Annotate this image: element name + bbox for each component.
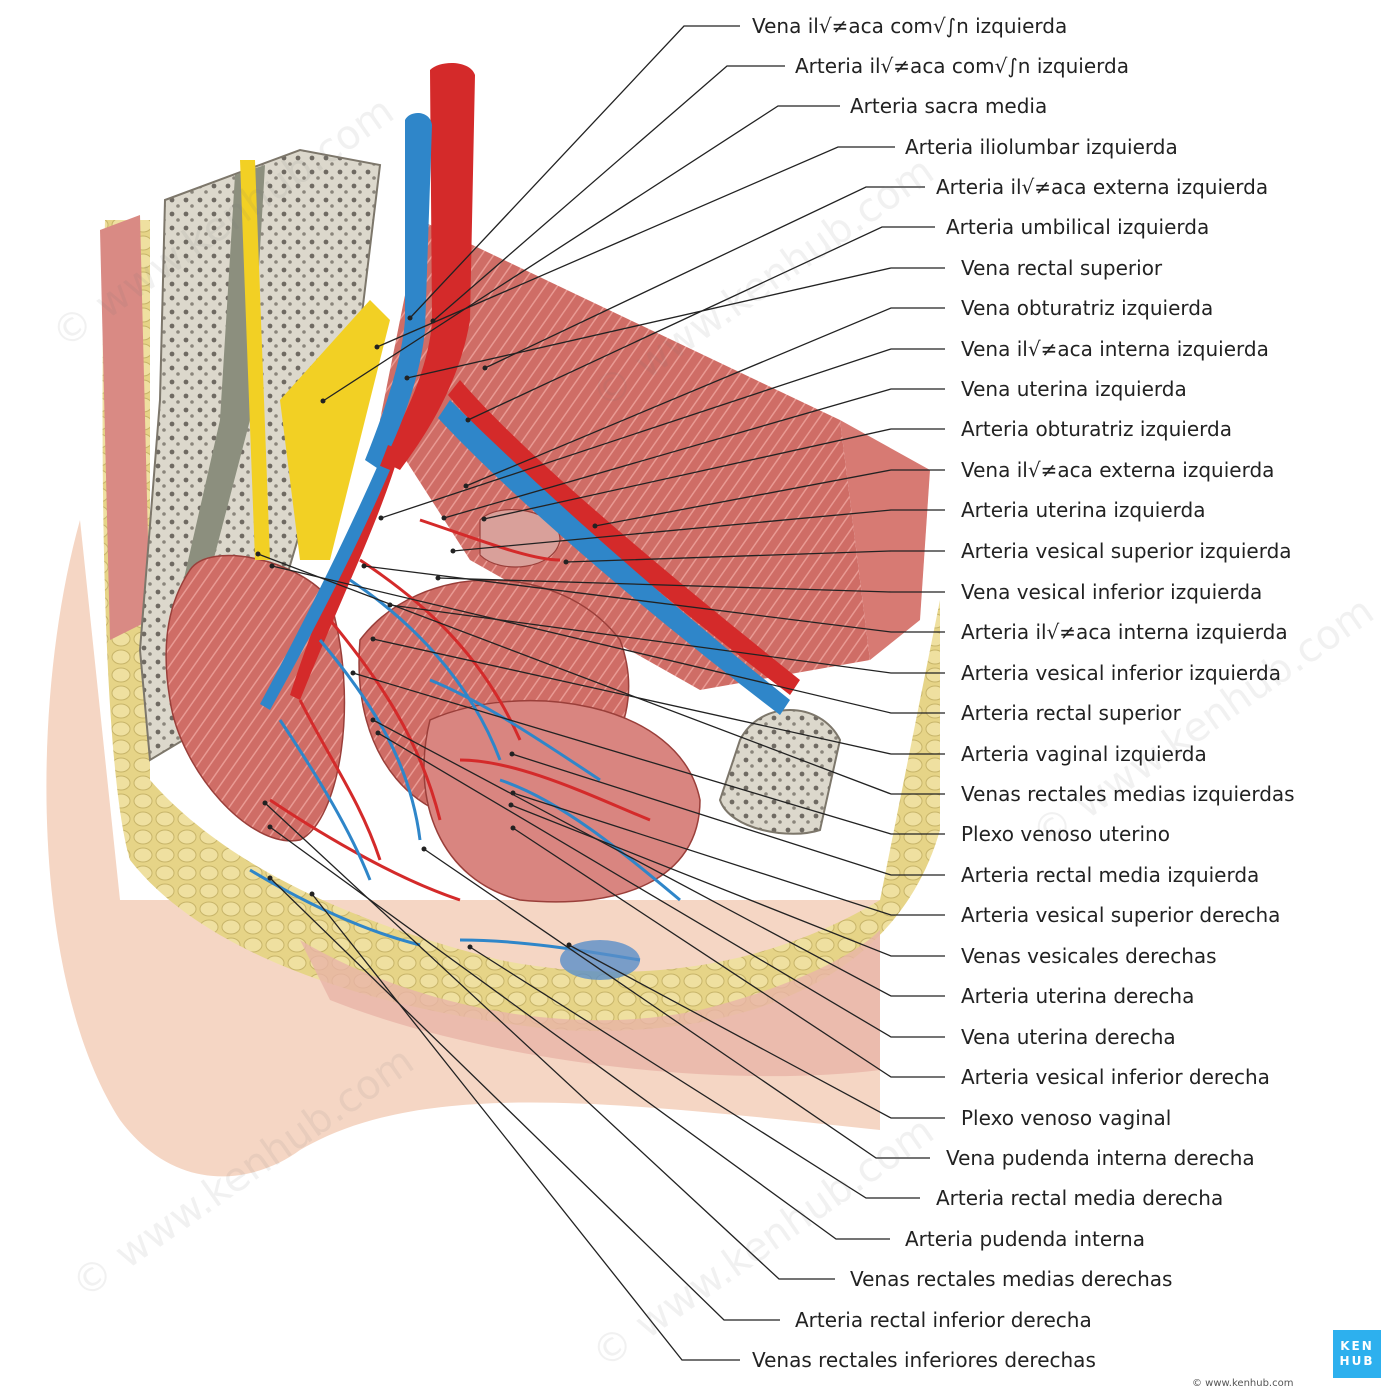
label-vena-uterina-izquierda: Vena uterina izquierda	[961, 377, 1187, 401]
label-vena-iliaca-externa-izquierda: Vena il√≠aca externa izquierda	[961, 458, 1275, 482]
nerve-plexus	[280, 300, 390, 560]
external-iliac-artery	[448, 380, 800, 695]
leader-line-30	[469, 946, 920, 1199]
label-venas-vesicales-derechas: Venas vesicales derechas	[961, 944, 1217, 968]
label-arteria-umbilical-izquierda: Arteria umbilical izquierda	[946, 215, 1210, 239]
pelvic-wall-muscle	[380, 220, 870, 690]
label-arteria-vesical-superior-derecha: Arteria vesical superior derecha	[961, 903, 1281, 927]
logo-line-1: KEN	[1340, 1339, 1374, 1353]
leader-line-22	[511, 753, 945, 876]
leader-line-9	[380, 348, 945, 519]
leader-line-23	[512, 792, 945, 916]
label-venas-rectales-inferiores-derechas: Venas rectales inferiores derechas	[752, 1348, 1096, 1372]
perineum-fold	[300, 930, 880, 1077]
label-venas-rectales-medias-derechas: Venas rectales medias derechas	[850, 1267, 1173, 1291]
label-arteria-rectal-superior: Arteria rectal superior	[961, 701, 1181, 725]
label-arteria-rectal-media-derecha: Arteria rectal media derecha	[936, 1186, 1224, 1210]
label-arteria-iliaca-interna-izquierda: Arteria il√≠aca interna izquierda	[961, 620, 1288, 644]
leader-line-17	[389, 604, 945, 674]
leader-line-25	[372, 719, 945, 997]
leader-line-19	[372, 638, 945, 755]
leader-line-29	[423, 848, 930, 1159]
leader-line-20	[257, 553, 945, 795]
rectum	[165, 554, 346, 842]
leader-line-1	[409, 25, 740, 319]
leader-line-28	[568, 944, 945, 1119]
copyright-footer: © www.kenhub.com	[1192, 1378, 1294, 1389]
leader-dots	[255, 315, 598, 950]
leader-line-24	[510, 804, 945, 957]
leader-line-12	[594, 469, 945, 527]
label-arteria-vesical-inferior-izquierda: Arteria vesical inferior izquierda	[961, 661, 1282, 685]
internal-iliac-vein	[260, 465, 390, 710]
leader-line-13	[452, 509, 945, 552]
nerve-trunk	[240, 160, 270, 560]
leader-line-14	[565, 550, 945, 563]
leader-line-6	[467, 226, 935, 421]
abdominal-wall-muscle	[840, 420, 930, 660]
pubic-bone	[718, 709, 842, 835]
label-arteria-iliaca-comun-izquierda: Arteria il√≠aca com√∫n izquierda	[795, 54, 1129, 78]
leader-line-34	[311, 893, 740, 1361]
leader-line-15	[437, 577, 945, 593]
leader-line-8	[465, 307, 945, 487]
label-arteria-iliaca-externa-izquierda: Arteria il√≠aca externa izquierda	[936, 175, 1269, 199]
label-vena-iliaca-interna-izquierda: Vena il√≠aca interna izquierda	[961, 337, 1269, 361]
vaginal-venous-plexus	[560, 940, 640, 980]
sacral-canal	[170, 165, 265, 650]
leader-line-2	[432, 65, 785, 322]
external-iliac-vein	[438, 400, 790, 715]
label-arteria-uterina-derecha: Arteria uterina derecha	[961, 984, 1195, 1008]
label-vena-rectal-superior: Vena rectal superior	[961, 256, 1163, 280]
leader-line-5	[484, 186, 925, 369]
kenhub-logo: KEN HUB	[1333, 1330, 1381, 1378]
label-plexo-venoso-vaginal: Plexo venoso vaginal	[961, 1106, 1172, 1130]
label-arteria-uterina-izquierda: Arteria uterina izquierda	[961, 498, 1206, 522]
label-vena-obturatriz-izquierda: Vena obturatriz izquierda	[961, 296, 1214, 320]
label-vena-uterina-derecha: Vena uterina derecha	[961, 1025, 1176, 1049]
vein-branches	[249, 578, 681, 962]
leader-lines	[257, 25, 945, 1361]
label-vena-iliaca-comun-izquierda: Vena il√≠aca com√∫n izquierda	[752, 14, 1068, 38]
leader-line-31	[269, 826, 890, 1240]
leader-line-4	[376, 146, 895, 348]
label-arteria-rectal-inferior-derecha: Arteria rectal inferior derecha	[795, 1308, 1092, 1332]
leader-line-16	[363, 565, 945, 633]
label-arteria-sacra-media: Arteria sacra media	[850, 94, 1048, 118]
leader-line-33	[269, 877, 780, 1321]
label-arteria-iliolumbar-izquierda: Arteria iliolumbar izquierda	[905, 135, 1178, 159]
label-vena-vesical-inferior-izquierda: Vena vesical inferior izquierda	[961, 580, 1263, 604]
label-venas-rectales-medias-izquierdas: Venas rectales medias izquierdas	[961, 782, 1295, 806]
label-plexo-venoso-uterino: Plexo venoso uterino	[961, 822, 1170, 846]
label-vena-pudenda-interna-derecha: Vena pudenda interna derecha	[946, 1146, 1255, 1170]
skin-strip	[100, 215, 150, 640]
label-arteria-vaginal-izquierda: Arteria vaginal izquierda	[961, 742, 1207, 766]
leader-line-10	[443, 388, 945, 519]
leader-line-18	[271, 565, 945, 714]
leader-line-3	[322, 105, 840, 402]
ovary	[479, 509, 561, 568]
leader-line-21	[352, 672, 945, 835]
label-arteria-pudenda-interna: Arteria pudenda interna	[905, 1227, 1145, 1251]
artery-branches	[269, 518, 651, 902]
leader-line-26	[377, 732, 945, 1038]
label-arteria-obturatriz-izquierda: Arteria obturatriz izquierda	[961, 417, 1232, 441]
logo-line-2: HUB	[1339, 1354, 1375, 1368]
label-arteria-rectal-media-izquierda: Arteria rectal media izquierda	[961, 863, 1260, 887]
bladder	[423, 699, 701, 903]
label-arteria-vesical-inferior-derecha: Arteria vesical inferior derecha	[961, 1065, 1270, 1089]
leader-line-27	[512, 827, 945, 1078]
leader-line-32	[264, 802, 835, 1280]
common-iliac-vein	[365, 113, 432, 471]
leader-line-7	[406, 267, 945, 379]
label-arteria-vesical-superior-izquierda: Arteria vesical superior izquierda	[961, 539, 1292, 563]
leader-line-11	[483, 428, 945, 520]
